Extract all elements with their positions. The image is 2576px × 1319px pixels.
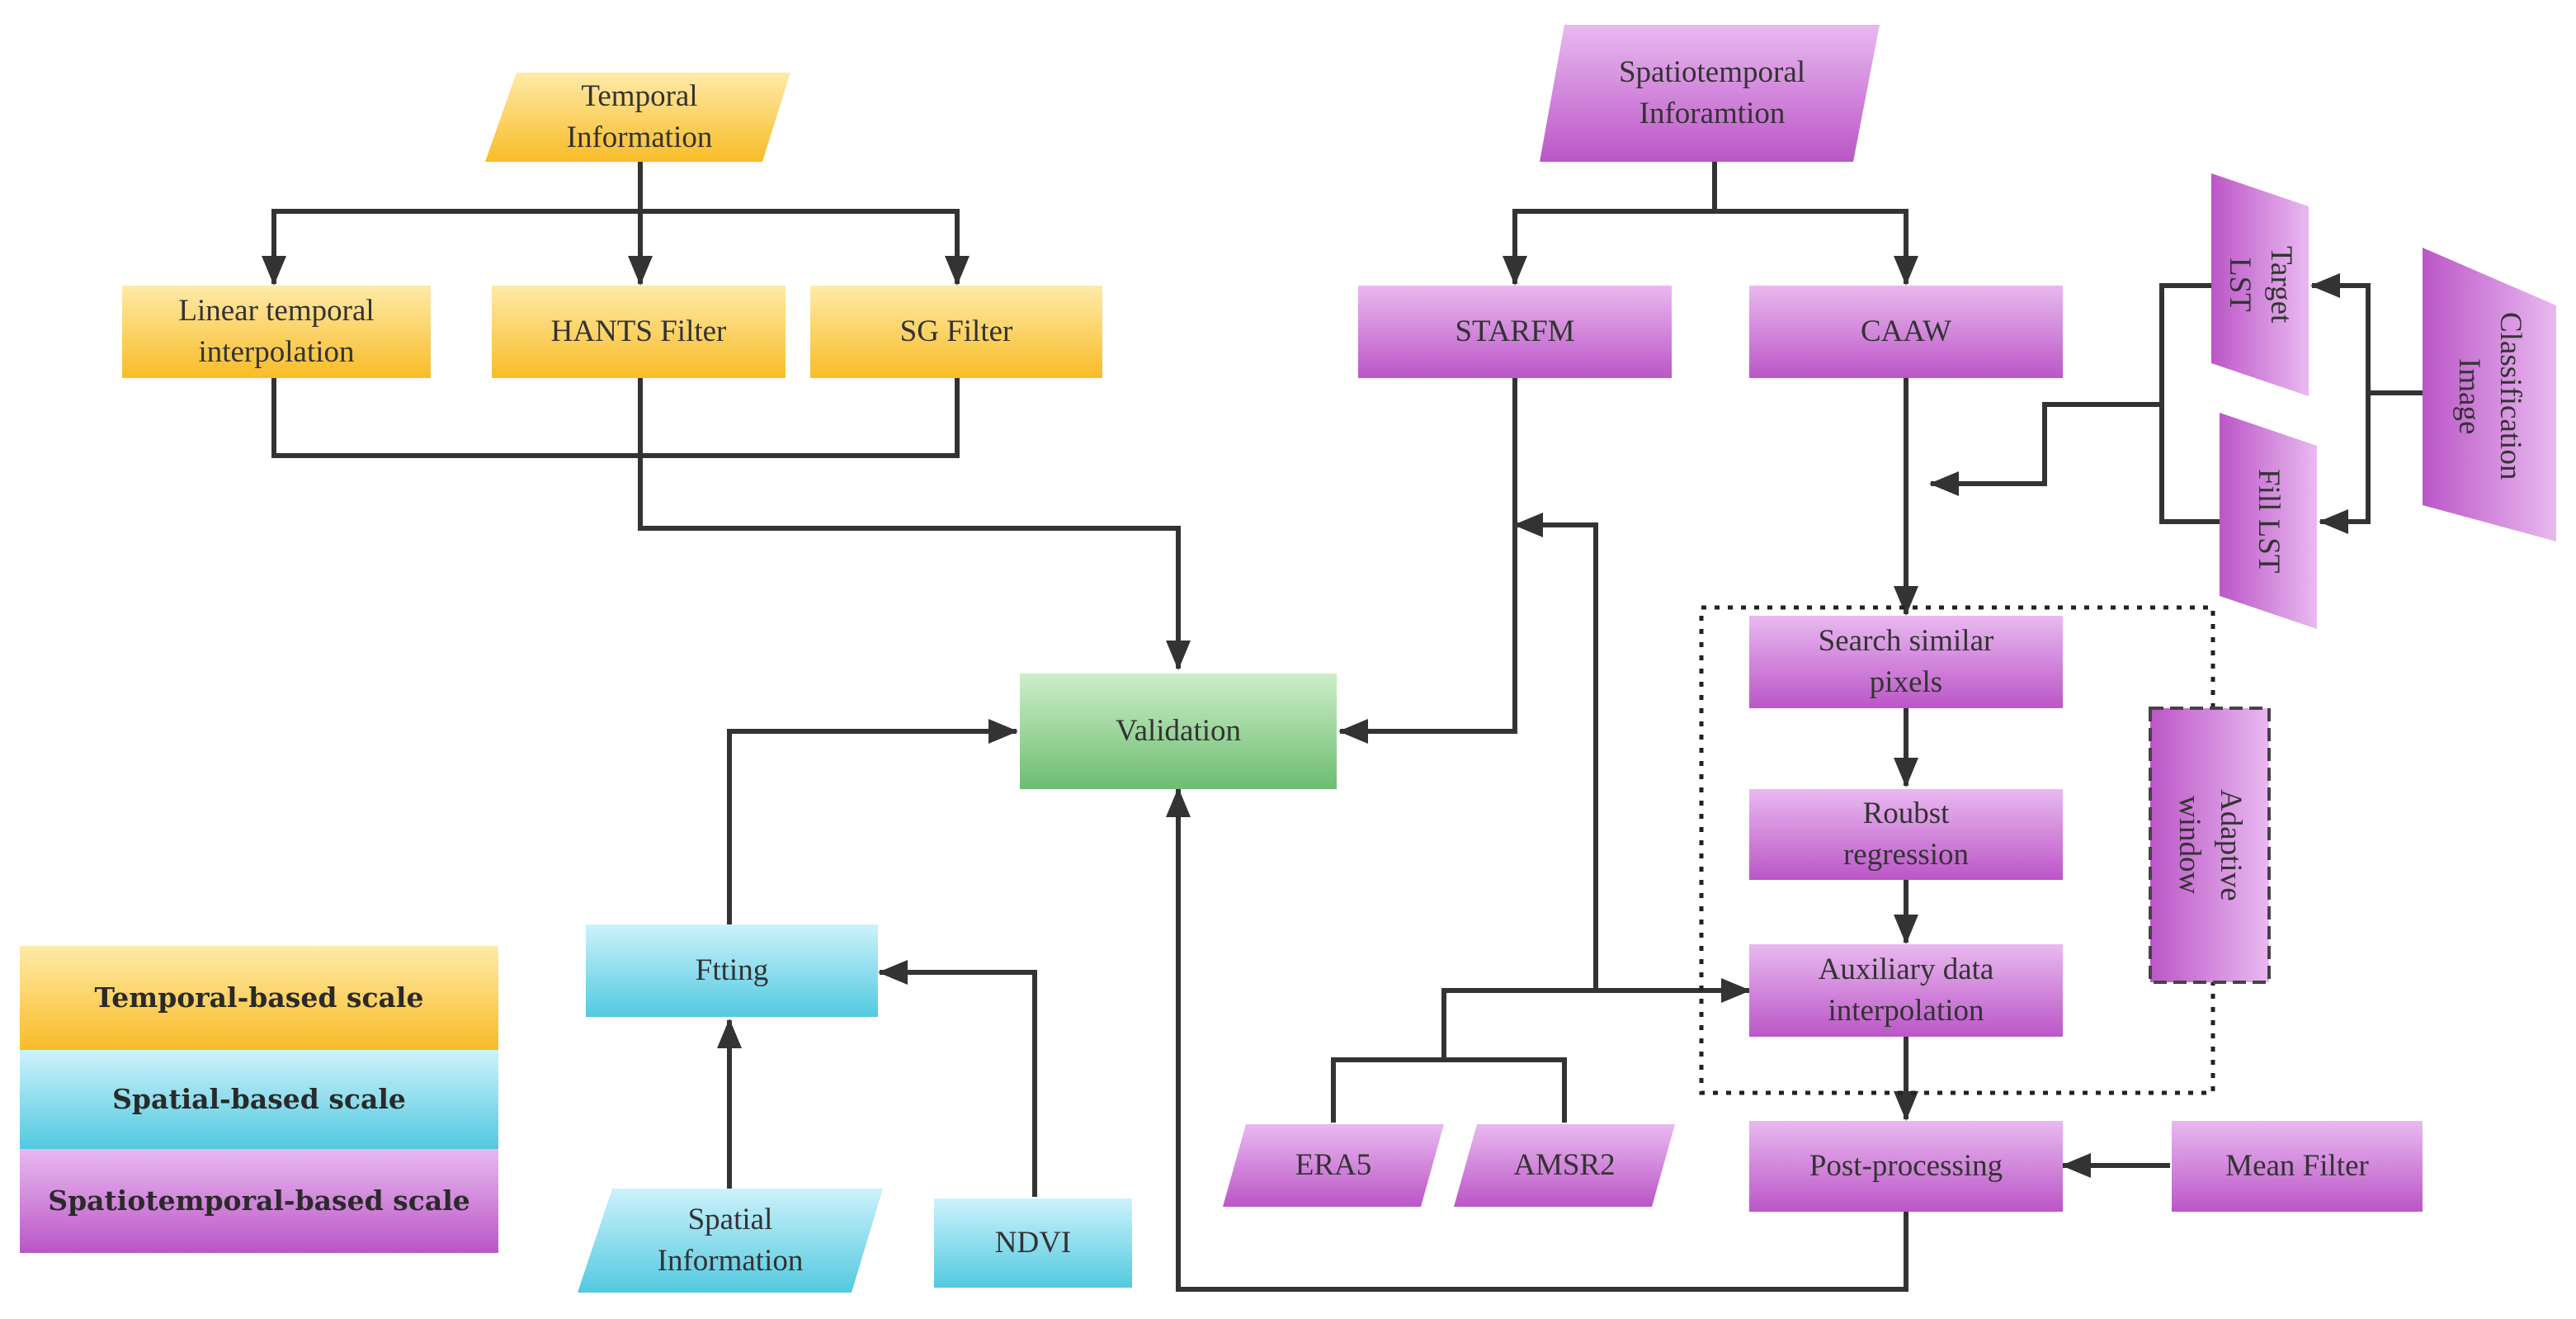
edge-linear-sg-merge bbox=[271, 378, 960, 458]
classification-image-shape bbox=[2423, 248, 2556, 541]
edge-spt-to-caaw bbox=[1715, 209, 1918, 286]
starfm-shape bbox=[1358, 286, 1672, 378]
legend-spatial-swatch bbox=[20, 1050, 498, 1149]
ndvi-shape bbox=[934, 1198, 1132, 1288]
era5-shape bbox=[1223, 1124, 1444, 1207]
edge-aux-to-starfm bbox=[1513, 513, 1598, 990]
temporal-info-shape bbox=[485, 73, 790, 162]
validation-shape bbox=[1020, 674, 1337, 789]
hants-filter-shape bbox=[492, 286, 786, 378]
amsr2-shape bbox=[1454, 1124, 1675, 1207]
sg-filter-shape bbox=[810, 286, 1102, 378]
post-processing-shape bbox=[1749, 1121, 2063, 1212]
edge-post-to-validation bbox=[1166, 787, 1908, 1292]
fitting-shape bbox=[586, 924, 878, 1017]
target-lst-shape bbox=[2211, 173, 2309, 396]
edge-class-trunk bbox=[2310, 273, 2423, 395]
edge-ndvi-to-fitting bbox=[878, 960, 1037, 1197]
mean-filter-shape bbox=[2172, 1121, 2423, 1212]
edge-fitting-to-validation bbox=[727, 719, 1018, 924]
edge-temporal-to-sg bbox=[640, 209, 970, 286]
linear-temporal-shape bbox=[122, 286, 431, 378]
adaptive-window-shape bbox=[2149, 707, 2271, 984]
legend-temporal-swatch bbox=[20, 946, 498, 1050]
edge-merge-up bbox=[1441, 978, 1751, 1060]
fill-lst-shape bbox=[2220, 413, 2317, 629]
spatial-info-shape bbox=[578, 1189, 883, 1293]
node-shapes bbox=[20, 25, 2556, 1293]
legend-spatiotemporal-swatch bbox=[20, 1149, 498, 1253]
edge-spt-split bbox=[1503, 162, 1717, 286]
spatiotemporal-info-shape bbox=[1540, 25, 1880, 162]
search-similar-shape bbox=[1749, 616, 2063, 708]
connectors bbox=[262, 162, 2423, 1292]
edge-class-to-fill bbox=[2319, 393, 2371, 534]
edge-era5-amsr2-merge bbox=[1331, 1057, 1567, 1123]
edge-lst-collect bbox=[2159, 283, 2220, 524]
edge-temporal-to-linear bbox=[262, 162, 643, 286]
auxiliary-interp-shape bbox=[1749, 944, 2063, 1037]
edge-starfm-to-validation bbox=[1338, 378, 1517, 744]
robust-regression-shape bbox=[1749, 789, 2063, 880]
edge-lst-to-caaw bbox=[1929, 402, 2162, 496]
caaw-shape bbox=[1749, 286, 2063, 378]
edge-hants-to-validation bbox=[638, 378, 1191, 670]
